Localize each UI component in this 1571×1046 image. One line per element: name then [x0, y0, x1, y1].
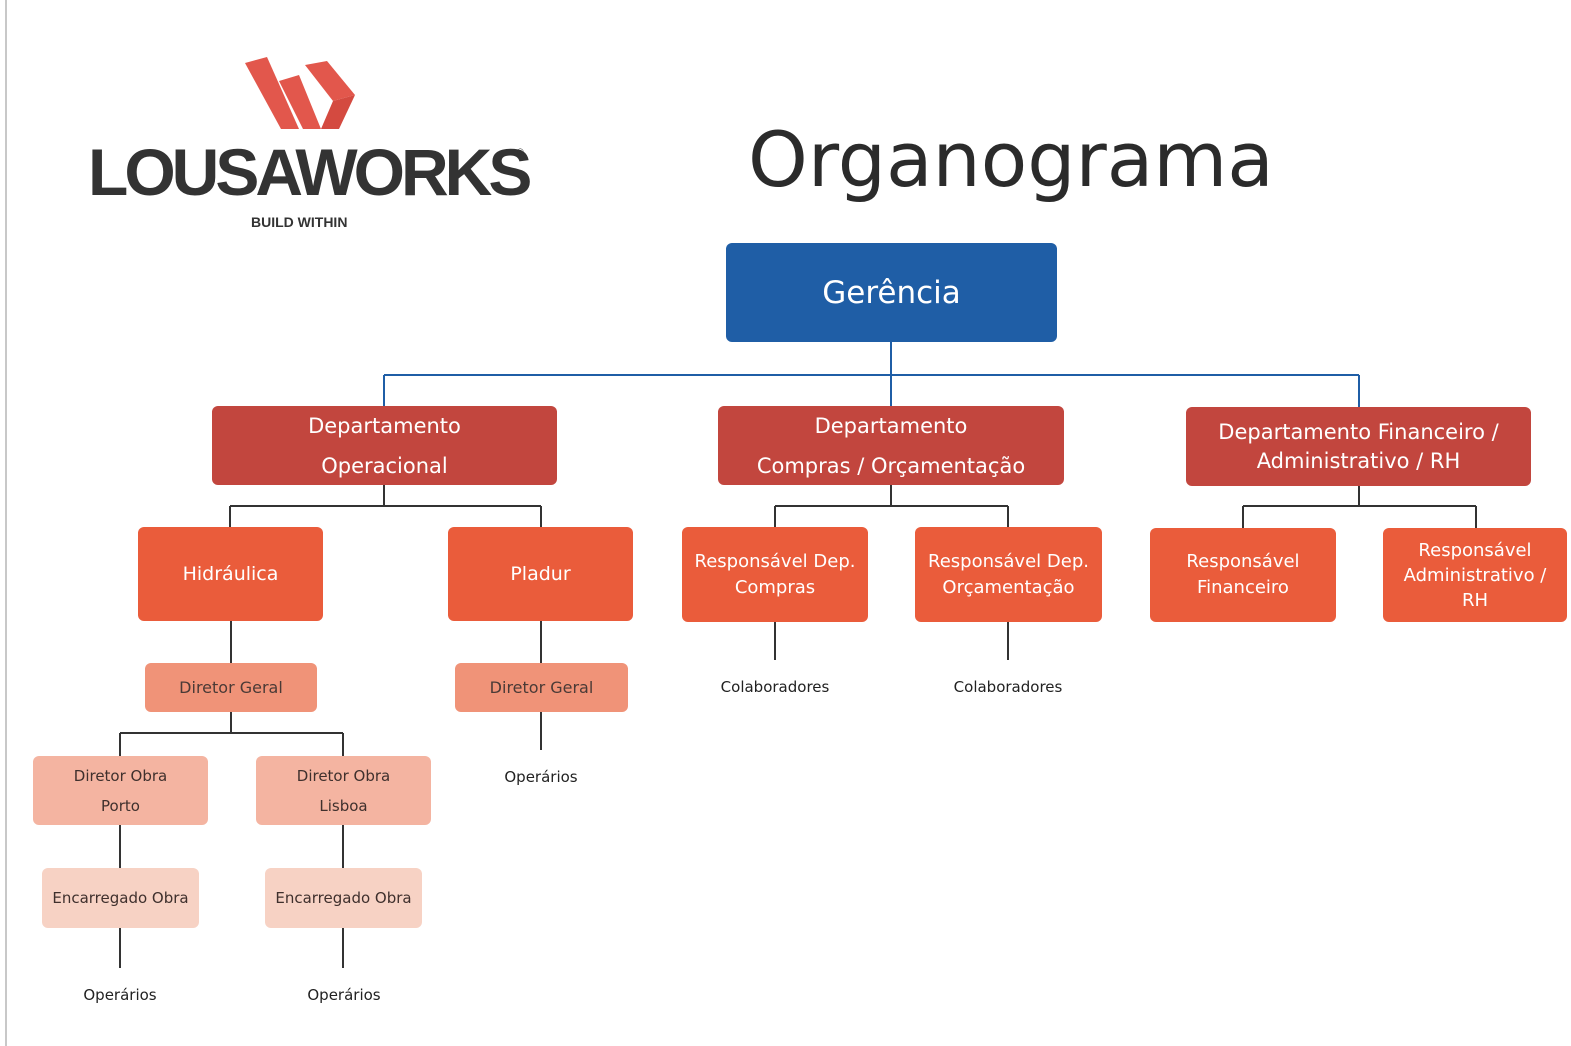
- logo-mark-icon: [245, 57, 355, 129]
- company-logo: LOUSAWORKS ® BUILD WITHIN: [88, 55, 532, 235]
- node-resp-administrativo: Responsável Administrativo / RH: [1383, 528, 1567, 622]
- registered-mark: ®: [517, 147, 524, 157]
- node-hidraulica: Hidráulica: [138, 527, 323, 621]
- leaf-operarios-pladur: Operários: [504, 768, 578, 786]
- node-diretor-obra-lisboa: Diretor Obra Lisboa: [256, 756, 431, 825]
- node-resp-financeiro: Responsável Financeiro: [1150, 528, 1336, 622]
- node-resp-compras: Responsável Dep. Compras: [682, 527, 868, 622]
- node-encarregado-lisboa: Encarregado Obra: [265, 868, 422, 928]
- brand-tagline: BUILD WITHIN: [251, 214, 348, 230]
- brand-name: LOUSAWORKS: [88, 135, 532, 209]
- node-diretor-geral-pladur: Diretor Geral: [455, 663, 628, 712]
- node-diretor-geral-hidraulica: Diretor Geral: [145, 663, 317, 712]
- node-dept-financeiro: Departamento Financeiro / Administrativo…: [1186, 407, 1531, 486]
- leaf-colaboradores-orcamentacao: Colaboradores: [953, 678, 1063, 696]
- node-dept-operacional: Departamento Operacional: [212, 406, 557, 485]
- node-diretor-obra-porto: Diretor Obra Porto: [33, 756, 208, 825]
- node-pladur: Pladur: [448, 527, 633, 621]
- node-gerencia: Gerência: [726, 243, 1057, 342]
- node-encarregado-porto: Encarregado Obra: [42, 868, 199, 928]
- node-resp-orcamentacao: Responsável Dep. Orçamentação: [915, 527, 1102, 622]
- page-title: Organograma: [748, 115, 1274, 204]
- leaf-operarios-lisboa: Operários: [307, 986, 381, 1004]
- leaf-colaboradores-compras: Colaboradores: [720, 678, 830, 696]
- leaf-operarios-porto: Operários: [83, 986, 157, 1004]
- page-left-border: [5, 0, 7, 1046]
- node-dept-compras: Departamento Compras / Orçamentação: [718, 406, 1064, 485]
